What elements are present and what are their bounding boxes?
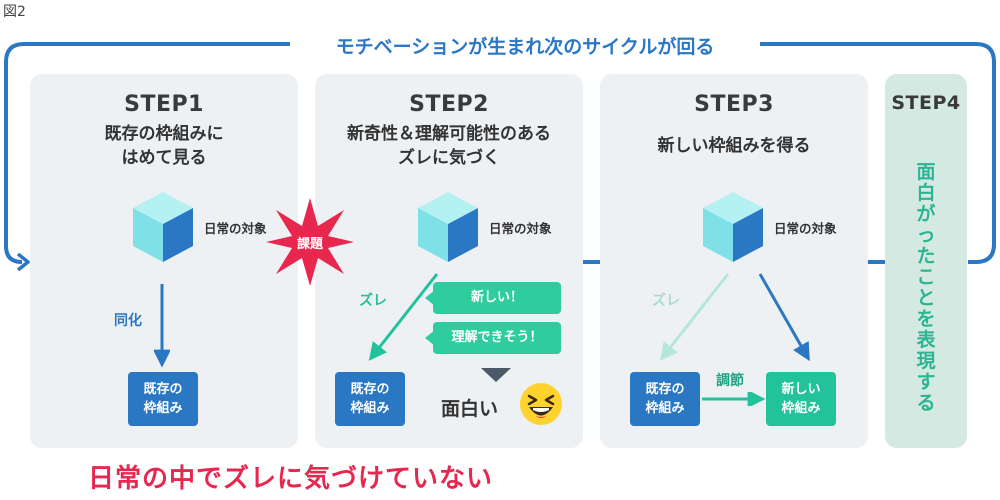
step3-subtitle: 新しい枠組みを得る: [657, 136, 811, 156]
cycle-loop-path-right: [760, 42, 996, 264]
existing-framework-box: 既存の 枠組み: [630, 372, 700, 426]
new-framework-arrow: [758, 273, 810, 362]
cube-icon: [703, 192, 763, 262]
issue-burst-icon: [266, 198, 354, 286]
cube-label: 日常の対象: [204, 221, 267, 236]
step1-panel: STEP1 既存の枠組みに はめて見る 日常の対象 同化 既存の 枠組み: [30, 74, 298, 448]
cycle-label: モチベーションが生まれ次のサイクルが回る: [300, 32, 750, 59]
step4-panel: STEP4 面 白 が っ た こ と を 表 現 す る: [885, 74, 967, 448]
step3-title: STEP3: [694, 92, 774, 117]
assimilation-arrow: [154, 284, 170, 368]
step2-subtitle: 新奇性＆理解可能性のある ズレに気づく: [347, 124, 551, 168]
existing-framework-box: 既存の 枠組み: [128, 372, 198, 426]
reaction-text: 面白い: [441, 398, 499, 420]
bubble-tail-left: [425, 330, 435, 346]
figure-label: 図2: [3, 4, 26, 20]
cube-label: 日常の対象: [489, 221, 552, 236]
cycle-loop-path: [4, 42, 290, 264]
step2-panel: STEP2 新奇性＆理解可能性のある ズレに気づく 日常の対象 ズレ 新しい！ …: [315, 74, 583, 448]
cube-icon: [418, 192, 478, 262]
step3-panel: STEP3 新しい枠組みを得る 日常の対象 ズレ 既存の 枠組み 調節 新しい …: [600, 74, 868, 448]
speech-bubble-new: 新しい！: [433, 282, 561, 314]
gap-label-faded: ズレ: [652, 293, 680, 309]
issue-burst-label: 課題: [296, 237, 323, 252]
down-triangle-icon: [481, 368, 511, 382]
connector-2-3: [582, 260, 602, 264]
gap-arrow: [368, 273, 439, 361]
connector-3-4: [866, 260, 886, 264]
speech-bubble-understand: 理解できそう！: [433, 322, 561, 354]
step4-vertical-text: 面 白 が っ た こ と を 表 現 す る: [916, 161, 936, 414]
bottom-caption: 日常の中でズレに気づけていない: [88, 464, 494, 494]
accommodation-arrow: [702, 392, 766, 406]
existing-framework-box: 既存の 枠組み: [335, 372, 405, 426]
cube-icon: [133, 192, 193, 262]
accommodation-label: 調節: [716, 373, 744, 389]
cube-label: 日常の対象: [774, 221, 837, 236]
gap-label: ズレ: [359, 293, 387, 309]
step4-title: STEP4: [891, 92, 961, 114]
laughing-face-icon: [520, 383, 562, 425]
assimilation-label: 同化: [114, 313, 142, 329]
new-framework-box: 新しい 枠組み: [766, 372, 836, 426]
step1-subtitle: 既存の枠組みに はめて見る: [104, 124, 224, 168]
step1-title: STEP1: [124, 92, 204, 117]
gap-arrow-faded: [659, 273, 730, 361]
step2-title: STEP2: [409, 92, 489, 117]
cycle-loop-arrowhead: [16, 252, 30, 272]
bubble-tail-left: [425, 290, 435, 306]
